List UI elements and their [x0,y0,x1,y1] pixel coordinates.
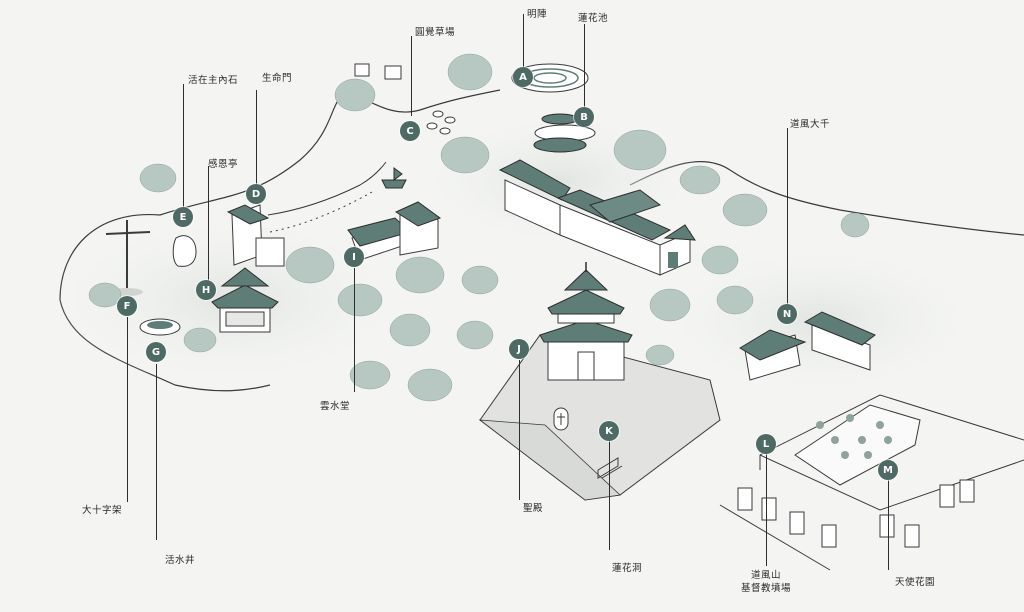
marker-letter: I [352,251,356,263]
label-tao-fong-daqian[interactable]: 道風大千 [790,119,831,130]
marker-m[interactable]: M [878,460,898,480]
marker-letter: B [580,111,588,123]
gratitude-pavilion [211,267,279,333]
abide-stone [172,235,197,267]
label-angel-garden[interactable]: 天使花園 [895,577,936,588]
tao-fong-buildings [739,311,876,381]
marker-letter: J [517,343,521,355]
marker-letter: G [151,346,161,358]
marker-i[interactable]: I [344,247,364,267]
walking-path [267,161,387,216]
marker-letter: L [762,438,770,450]
label-sanctuary[interactable]: 聖殿 [523,503,544,514]
label-yuen-kok-meadow[interactable]: 圓覺草場 [415,27,456,38]
marker-d[interactable]: D [246,184,266,204]
marker-letter: D [251,188,261,200]
marker-letter: C [406,125,414,137]
label-cloud-water-hall[interactable]: 雲水堂 [320,401,351,412]
angel-garden-bed [794,404,921,486]
marker-letter: K [605,425,613,437]
marker-b[interactable]: B [574,107,594,127]
label-lotus-pond[interactable]: 蓮花池 [578,13,609,24]
pagoda-temple [539,262,633,381]
temple-platform-front [478,419,621,501]
lotus-pond-structure [533,113,596,153]
label-living-well[interactable]: 活水井 [165,555,196,566]
marker-letter: H [201,284,211,296]
temple-stairs [597,457,623,479]
walking-path [269,191,373,233]
label-cemetery[interactable]: 道風山 基督教墳場 [736,569,796,595]
label-ming-maze[interactable]: 明陣 [527,9,548,20]
cube [384,65,402,80]
boat [381,167,407,189]
label-cemetery-line2: 基督教墳場 [740,583,791,594]
marker-c[interactable]: C [400,121,420,141]
marker-j[interactable]: J [509,339,529,359]
marker-g[interactable]: G [146,342,166,362]
stepping-stones [426,110,456,135]
small-garden-trees [816,414,892,459]
cross-symbol [557,413,565,425]
trees [88,53,870,402]
cube [354,63,370,77]
marker-a[interactable]: A [513,67,533,87]
marker-letter: A [519,71,527,83]
label-cemetery-line1: 道風山 [750,570,781,581]
marker-letter: F [123,300,131,312]
marker-e[interactable]: E [173,207,193,227]
label-gratitude-pavilion[interactable]: 感恩亭 [208,159,239,170]
marker-f[interactable]: F [117,296,137,316]
life-gate [226,204,285,267]
label-lotus-cave[interactable]: 蓮花洞 [612,563,643,574]
marker-n[interactable]: N [777,304,797,324]
marker-letter: N [782,308,792,320]
hill-outline-left [59,89,501,301]
cemetery-edge [719,455,831,571]
cemetery-platform [759,394,1024,511]
living-water-well [139,318,181,336]
marker-letter: E [179,211,187,223]
graves [737,479,975,548]
retreat-buildings [498,159,696,276]
marker-k[interactable]: K [599,421,619,441]
marker-l[interactable]: L [756,434,776,454]
marker-h[interactable]: H [196,280,216,300]
label-large-cross[interactable]: 大十字架 [82,505,123,516]
marker-letter: M [883,464,893,476]
label-life-gate[interactable]: 生命門 [262,73,293,84]
label-abide-stone[interactable]: 活在主內石 [188,75,239,86]
